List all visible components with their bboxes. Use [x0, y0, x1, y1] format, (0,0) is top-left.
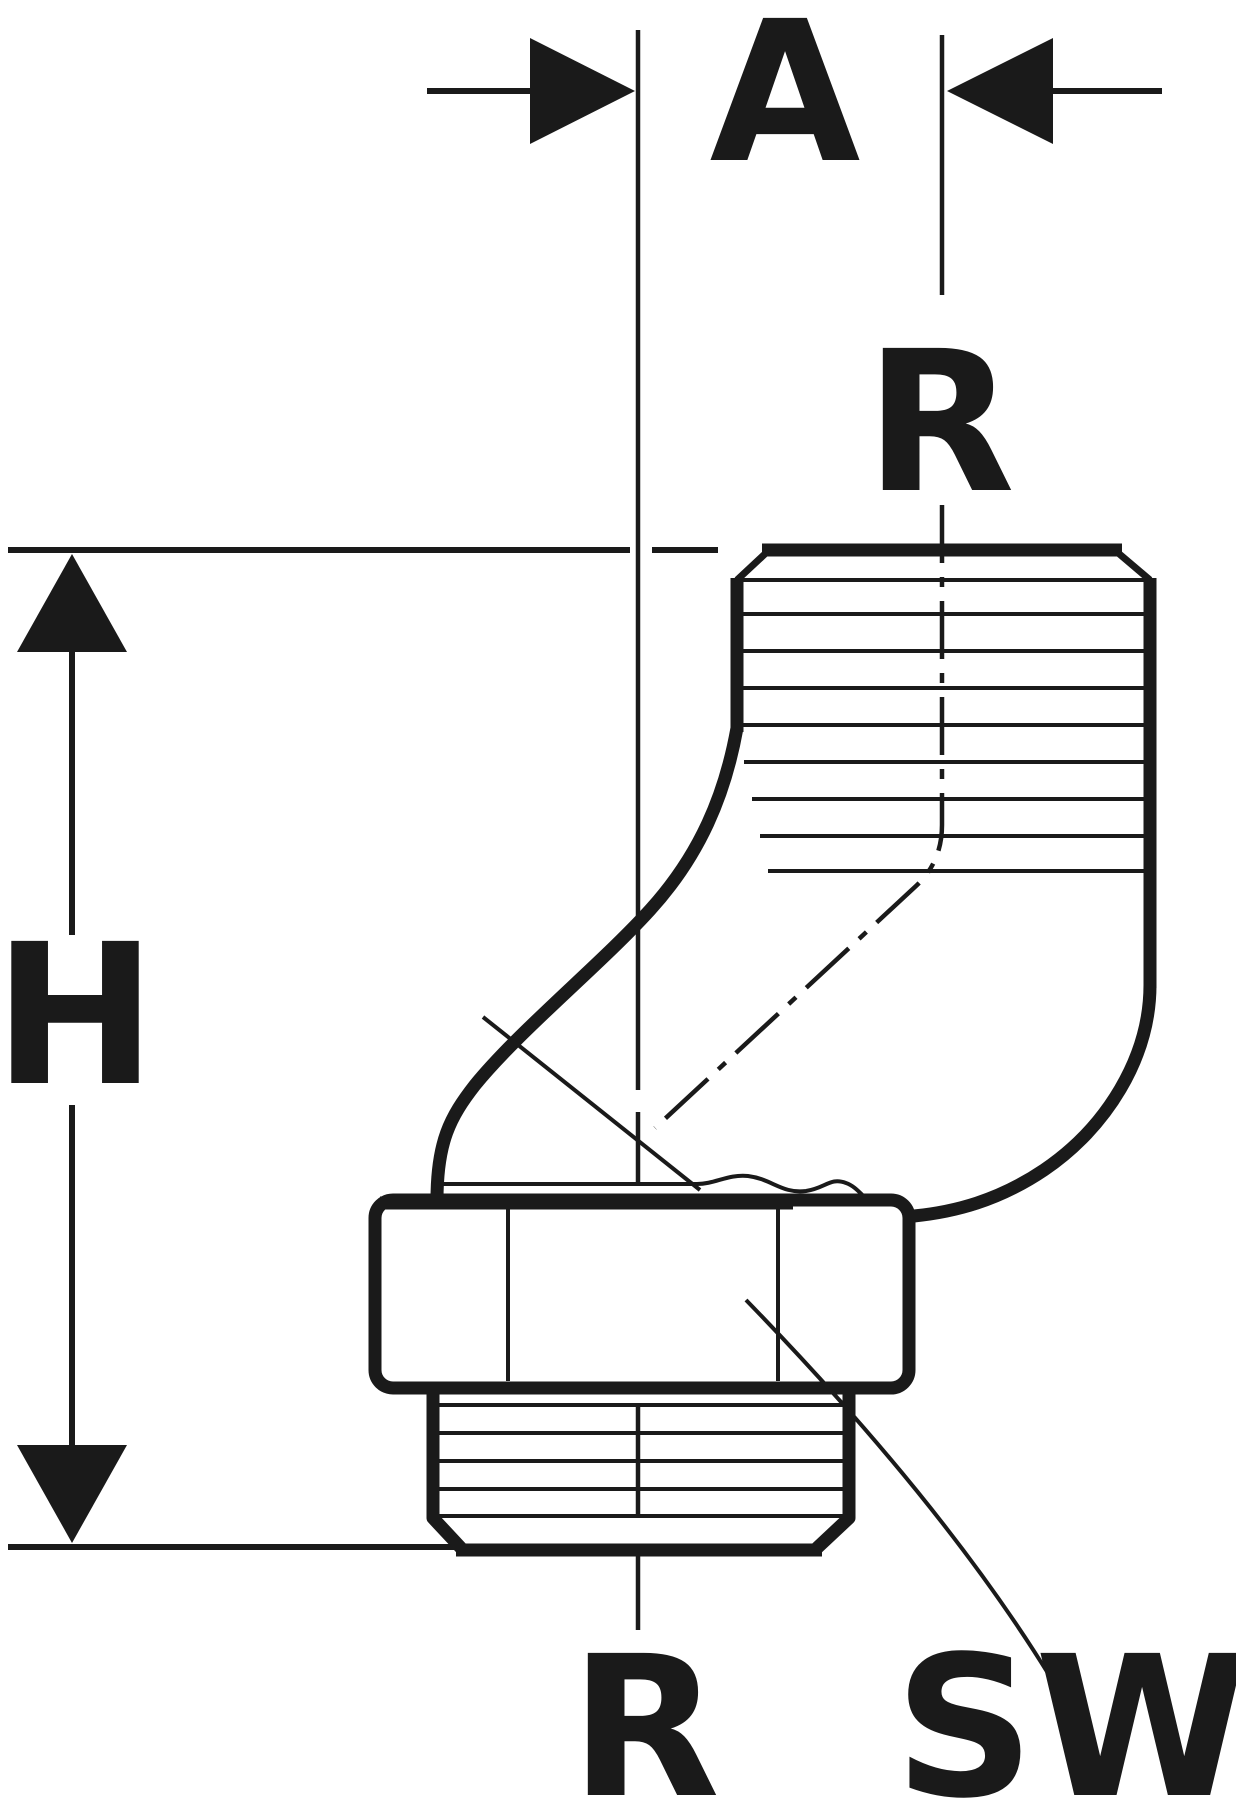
thread-label-r-top: R	[865, 309, 1015, 536]
sw-leader-line	[744, 1298, 1065, 1700]
upper-thread-chamfer-left	[734, 549, 770, 583]
hex-nut-outline	[368, 1193, 916, 1395]
s-bend-outer-left-edge	[430, 721, 744, 1207]
lower-thread-section	[426, 1385, 856, 1557]
h-top-arrowhead	[17, 554, 127, 652]
dimension-h: H	[0, 547, 718, 1550]
s-bend-body	[430, 721, 1157, 1223]
thread-label-r-bottom: R	[570, 1614, 720, 1800]
dimension-a-right-arrowhead	[947, 38, 1053, 144]
part-labels: R R SW	[570, 309, 1236, 1800]
upper-thread-lines	[741, 612, 1146, 873]
s-bend-outer-right-edge	[907, 978, 1157, 1223]
seal-squeeze-wavy-line	[696, 1173, 882, 1211]
upper-pipe-centerline-bend	[653, 505, 945, 1130]
wrench-label-sw: SW	[894, 1614, 1236, 1800]
upper-thread-section	[730, 543, 1157, 988]
lower-thread-right-wall	[810, 1385, 856, 1555]
lower-thread-lines	[437, 1403, 845, 1518]
dimension-a: A	[427, 0, 1162, 206]
s-bend-inner-edge	[481, 1015, 702, 1192]
dimension-a-left-arrowhead	[530, 38, 635, 144]
hex-nut	[368, 1193, 916, 1395]
height-label-h: H	[0, 902, 157, 1129]
dimension-label-a: A	[710, 0, 861, 206]
upper-thread-chamfer-right	[1114, 549, 1153, 583]
h-bottom-arrowhead	[17, 1445, 127, 1543]
lower-thread-left-wall	[426, 1385, 468, 1555]
